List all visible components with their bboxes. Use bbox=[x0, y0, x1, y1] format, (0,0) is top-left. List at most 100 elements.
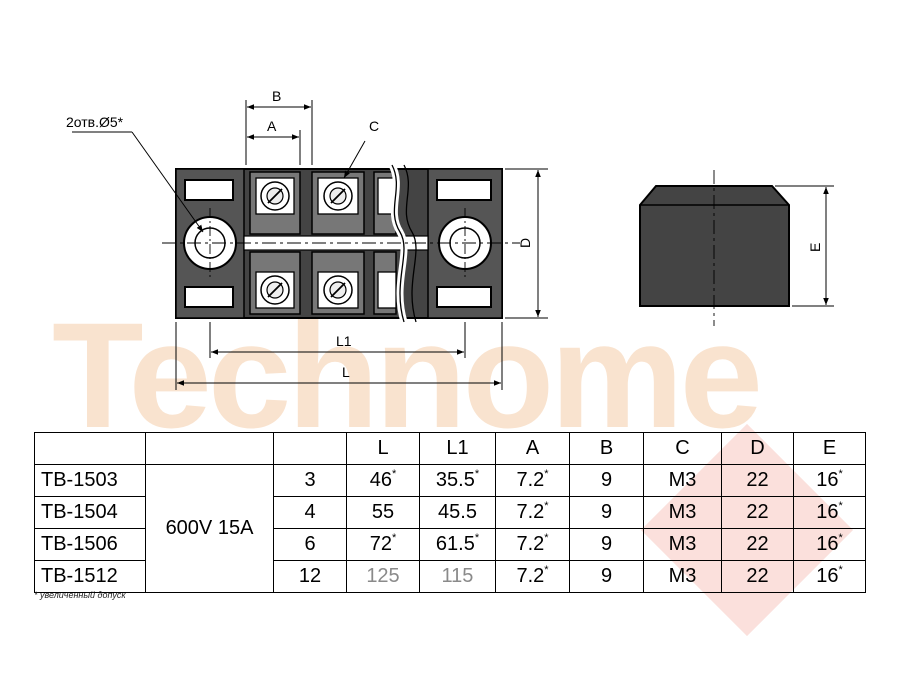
l-cell: 72* bbox=[346, 528, 420, 561]
tolerance-mark: * bbox=[838, 532, 843, 544]
table-row: TB-1512 12 125 115 7.2* 9 M3 22 16* bbox=[34, 560, 866, 593]
a-cell: 7.2* bbox=[495, 496, 570, 529]
model-cell: TB-1512 bbox=[34, 560, 146, 593]
c-cell: M3 bbox=[643, 496, 722, 529]
dim-label-b: B bbox=[272, 88, 281, 104]
value: 115 bbox=[441, 565, 474, 587]
a-cell: 7.2* bbox=[495, 528, 570, 561]
header-cell: D bbox=[721, 432, 794, 465]
c-cell: M3 bbox=[643, 528, 722, 561]
value: 7.2 bbox=[516, 469, 545, 491]
header-cell bbox=[273, 432, 347, 465]
spec-table: L L1 A B C D E TB-1503 600V 15A 3 46* 35… bbox=[34, 432, 866, 593]
dimension-e: E bbox=[775, 185, 834, 307]
c-cell: M3 bbox=[643, 560, 722, 593]
technical-drawing: B A C 2отв.Ø5* D L1 L bbox=[66, 88, 834, 390]
header-cell: B bbox=[569, 432, 644, 465]
hole-note-label: 2отв.Ø5* bbox=[66, 114, 124, 130]
hole-note: 2отв.Ø5* bbox=[66, 114, 204, 233]
value: 16 bbox=[816, 501, 839, 523]
tolerance-note: * увеличенный допуск bbox=[34, 590, 126, 600]
side-view bbox=[639, 170, 790, 326]
dim-label-d: D bbox=[517, 238, 533, 248]
terminal-top-1 bbox=[249, 171, 301, 235]
e-cell: 16* bbox=[793, 496, 866, 529]
value: 7.2 bbox=[516, 501, 545, 523]
dimension-b: B bbox=[245, 88, 313, 165]
tolerance-mark: * bbox=[838, 564, 843, 576]
header-cell: E bbox=[793, 432, 866, 465]
tolerance-mark: * bbox=[838, 500, 843, 512]
value: 72 bbox=[369, 533, 392, 555]
tolerance-mark: * bbox=[544, 532, 549, 544]
l1-cell: 61.5* bbox=[419, 528, 496, 561]
dimension-c: C bbox=[343, 118, 379, 179]
dimension-d: D bbox=[505, 168, 548, 319]
value: 7.2 bbox=[516, 533, 545, 555]
b-cell: 9 bbox=[569, 528, 644, 561]
tolerance-mark: * bbox=[544, 500, 549, 512]
table-row: TB-1504 4 55 45.5 7.2* 9 M3 22 16* bbox=[34, 496, 866, 529]
header-cell: L1 bbox=[419, 432, 496, 465]
terminal-bottom-3 bbox=[373, 251, 397, 315]
value: 16 bbox=[816, 469, 839, 491]
value: 61.5 bbox=[435, 533, 475, 555]
l-cell: 125 bbox=[346, 560, 420, 593]
l-cell: 46* bbox=[346, 464, 420, 497]
tolerance-mark: * bbox=[474, 468, 480, 480]
header-cell bbox=[34, 432, 146, 465]
a-cell: 7.2* bbox=[495, 464, 570, 497]
dimension-l: L bbox=[175, 322, 503, 390]
tolerance-mark: * bbox=[474, 532, 480, 544]
e-cell: 16* bbox=[793, 528, 866, 561]
l1-cell: 45.5 bbox=[419, 496, 496, 529]
header-cell: L bbox=[346, 432, 420, 465]
dim-label-l: L bbox=[342, 364, 350, 380]
poles-cell: 12 bbox=[273, 560, 347, 593]
d-cell: 22 bbox=[721, 528, 794, 561]
value: 7.2 bbox=[516, 565, 545, 587]
dimension-l1: L1 bbox=[209, 322, 466, 358]
header-cell: A bbox=[495, 432, 570, 465]
c-cell: M3 bbox=[643, 464, 722, 497]
d-cell: 22 bbox=[721, 464, 794, 497]
dim-label-a: A bbox=[267, 118, 277, 134]
table-header-row: L L1 A B C D E bbox=[34, 432, 866, 465]
header-cell bbox=[145, 432, 274, 465]
e-cell: 16* bbox=[793, 560, 866, 593]
dim-label-e: E bbox=[807, 243, 823, 252]
l1-cell: 35.5* bbox=[419, 464, 496, 497]
value: 16 bbox=[816, 533, 839, 555]
a-cell: 7.2* bbox=[495, 560, 570, 593]
tolerance-mark: * bbox=[391, 532, 397, 544]
value: 35.5 bbox=[435, 469, 475, 491]
value: 45.5 bbox=[438, 501, 477, 523]
b-cell: 9 bbox=[569, 560, 644, 593]
tolerance-mark: * bbox=[838, 468, 843, 480]
value: 55 bbox=[371, 501, 395, 523]
poles-cell: 6 bbox=[273, 528, 347, 561]
poles-cell: 4 bbox=[273, 496, 347, 529]
b-cell: 9 bbox=[569, 496, 644, 529]
l1-cell: 115 bbox=[419, 560, 496, 593]
tolerance-mark: * bbox=[391, 468, 397, 480]
table-row: TB-1506 6 72* 61.5* 7.2* 9 M3 22 16* bbox=[34, 528, 866, 561]
value: 46 bbox=[369, 469, 392, 491]
d-cell: 22 bbox=[721, 560, 794, 593]
value: 125 bbox=[366, 565, 400, 587]
tolerance-mark: * bbox=[544, 468, 549, 480]
model-cell: TB-1503 bbox=[34, 464, 146, 497]
front-view bbox=[162, 163, 520, 324]
d-cell: 22 bbox=[721, 496, 794, 529]
dim-label-c: C bbox=[369, 118, 379, 134]
terminal-bottom-2 bbox=[311, 251, 365, 315]
model-cell: TB-1504 bbox=[34, 496, 146, 529]
e-cell: 16* bbox=[793, 464, 866, 497]
rating-cell: 600V 15A bbox=[145, 464, 274, 593]
model-cell: TB-1506 bbox=[34, 528, 146, 561]
table-row: TB-1503 600V 15A 3 46* 35.5* 7.2* 9 M3 2… bbox=[34, 464, 866, 593]
terminal-bottom-1 bbox=[249, 251, 301, 315]
dimension-a: A bbox=[247, 118, 301, 165]
b-cell: 9 bbox=[569, 464, 644, 497]
tolerance-mark: * bbox=[544, 564, 549, 576]
